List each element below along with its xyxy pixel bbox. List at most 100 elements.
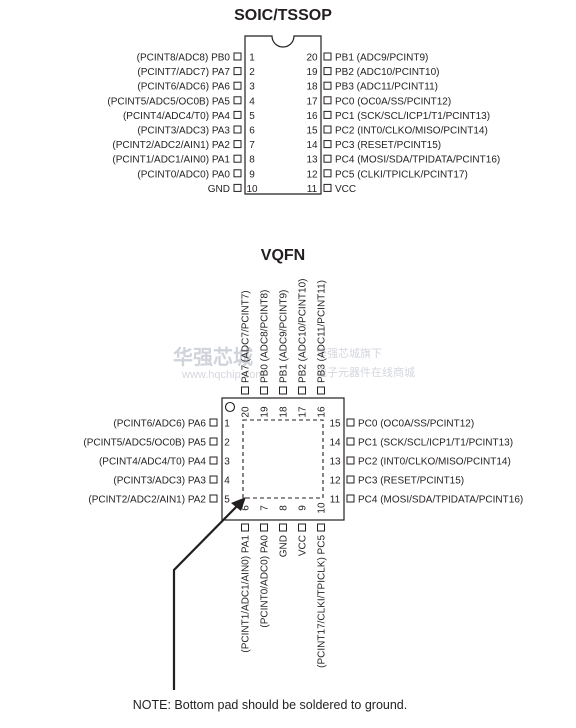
soic-pin-label: PC5 (CLKI/TPICLK/PCINT17) bbox=[335, 169, 468, 180]
soic-pin-label: PB1 (ADC9/PCINT9) bbox=[335, 53, 428, 64]
qfn-pin-number: 14 bbox=[329, 438, 341, 449]
qfn-pin-number: 15 bbox=[329, 419, 341, 430]
qfn-pin-pad bbox=[346, 418, 355, 427]
qfn-pin-label: PB1 (ADC9/PCINT9) bbox=[279, 290, 290, 383]
qfn-pin-pad bbox=[346, 494, 355, 503]
qfn-pin-number: 7 bbox=[260, 505, 271, 511]
qfn-pin-pad bbox=[298, 386, 306, 395]
soic-pin-label: VCC bbox=[335, 184, 356, 195]
qfn-pin-number: 11 bbox=[330, 495, 341, 506]
soic-pin-pad bbox=[233, 81, 242, 90]
soic-package bbox=[244, 35, 322, 195]
qfn-pin-label: PB0 (ADC8/PCINT8) bbox=[260, 290, 271, 383]
soic-pin-number: 14 bbox=[306, 140, 318, 151]
qfn-pin-pad bbox=[260, 386, 268, 395]
soic-pin-pad bbox=[233, 96, 242, 105]
qfn-pin-label: PC1 (SCK/SCL/ICP1/T1/PCINT13) bbox=[358, 438, 513, 449]
soic-pin-label: (PCINT7/ADC7) PA7 bbox=[137, 67, 230, 78]
soic-pin-pad bbox=[233, 125, 242, 134]
soic-pin-pad bbox=[323, 67, 332, 76]
qfn-pin-label: (PCINT6/ADC6) PA6 bbox=[113, 419, 206, 430]
soic-pin-pad bbox=[323, 183, 332, 192]
qfn-pin-pad bbox=[346, 475, 355, 484]
qfn-pin-pad bbox=[241, 523, 249, 532]
qfn-pin-number: 2 bbox=[224, 438, 230, 449]
soic-pin-label: (PCINT2/ADC2/AIN1) PA2 bbox=[112, 140, 230, 151]
qfn-pin-pad bbox=[209, 494, 218, 503]
qfn-pin-number: 8 bbox=[279, 505, 290, 511]
soic-pin-label: PC3 (RESET/PCINT15) bbox=[335, 140, 441, 151]
note-text: NOTE: Bottom pad should be soldered to g… bbox=[133, 698, 407, 712]
qfn-pin-number: 17 bbox=[298, 406, 309, 418]
soic-pin-number: 17 bbox=[306, 96, 318, 107]
qfn-pin-pad bbox=[346, 437, 355, 446]
soic-pin-label: (PCINT3/ADC3) PA3 bbox=[137, 126, 230, 137]
soic-pin-label: (PCINT5/ADC5/OC0B) PA5 bbox=[107, 96, 230, 107]
soic-pin-number: 19 bbox=[306, 67, 318, 78]
qfn-pin-number: 13 bbox=[329, 457, 341, 468]
qfn-pin-label: PB2 (ADC10/PCINT10) bbox=[298, 279, 309, 383]
qfn-pin1-marker bbox=[224, 401, 236, 413]
soic-pin-pad bbox=[323, 125, 332, 134]
qfn-package bbox=[221, 397, 345, 521]
qfn-pin-pad bbox=[209, 437, 218, 446]
soic-pin-number: 11 bbox=[307, 184, 318, 195]
qfn-pin-number: 3 bbox=[224, 457, 230, 468]
soic-pin-number: 16 bbox=[306, 111, 318, 122]
qfn-pin-pad bbox=[209, 456, 218, 465]
soic-pin-label: PC1 (SCK/SCL/ICP1/T1/PCINT13) bbox=[335, 111, 490, 122]
soic-body-outline bbox=[244, 35, 322, 195]
soic-pin-pad bbox=[233, 67, 242, 76]
qfn-pin-label: (PCINT17/CLKI/TPICLK) PC5 bbox=[317, 535, 328, 668]
soic-pin-pad bbox=[233, 52, 242, 61]
soic-pin-label: GND bbox=[208, 184, 230, 195]
qfn-pin-number: 19 bbox=[260, 406, 271, 418]
qfn-pin-pad bbox=[298, 523, 306, 532]
soic-pin-number: 6 bbox=[249, 126, 255, 137]
soic-pin-number: 15 bbox=[306, 126, 318, 137]
soic-pin-pad bbox=[323, 81, 332, 90]
qfn-pin-label: (PCINT0/ADC0) PA0 bbox=[260, 535, 271, 628]
soic-pin-number: 8 bbox=[249, 155, 255, 166]
watermark: 华强芯城 www.hqchip.com 华强芯城旗下 电子元器件在线商城 bbox=[173, 345, 415, 381]
qfn-pin-number: 4 bbox=[224, 476, 230, 487]
qfn-pin-label: PC2 (INT0/CLKO/MISO/PCINT14) bbox=[358, 457, 511, 468]
qfn-pin-pad bbox=[279, 386, 287, 395]
qfn-pin-number: 9 bbox=[298, 505, 309, 511]
soic-pin-pad bbox=[233, 183, 242, 192]
qfn-pin-pad bbox=[209, 418, 218, 427]
qfn-pin-pad bbox=[317, 523, 325, 532]
soic-pin-number: 4 bbox=[249, 96, 255, 107]
qfn-pin-label: (PCINT2/ADC2/AIN1) PA2 bbox=[88, 495, 206, 506]
qfn-pin-pad bbox=[317, 386, 325, 395]
qfn-pin-number: 5 bbox=[224, 495, 230, 506]
soic-pin-number: 18 bbox=[306, 82, 318, 93]
qfn-pin-label: (PCINT4/ADC4/T0) PA4 bbox=[99, 457, 206, 468]
qfn-pin-pad bbox=[279, 523, 287, 532]
soic-pin-pad bbox=[323, 52, 332, 61]
qfn-pin-label: (PCINT3/ADC3) PA3 bbox=[113, 476, 206, 487]
qfn-pin-label: PB3 (ADC11/PCINT11) bbox=[317, 280, 328, 383]
soic-pin-number: 12 bbox=[306, 169, 318, 180]
qfn-pin-pad bbox=[241, 386, 249, 395]
qfn-pin-label: VCC bbox=[298, 535, 309, 556]
qfn-pin-number: 20 bbox=[241, 406, 252, 418]
soic-pin-number: 10 bbox=[246, 184, 258, 195]
watermark-small-top: 华强芯城旗下 bbox=[316, 346, 382, 360]
soic-pin-number: 9 bbox=[249, 169, 255, 180]
soic-pin-label: (PCINT8/ADC8) PB0 bbox=[137, 53, 231, 64]
soic-pin-number: 7 bbox=[249, 140, 255, 151]
soic-pin-pad bbox=[323, 154, 332, 163]
soic-pin-label: PB2 (ADC10/PCINT10) bbox=[335, 67, 439, 78]
watermark-big: 华强芯城 bbox=[173, 345, 253, 369]
soic-pin-number: 1 bbox=[249, 53, 255, 64]
soic-title: SOIC/TSSOP bbox=[234, 7, 332, 24]
qfn-body-outline bbox=[221, 397, 345, 521]
watermark-url: www.hqchip.com bbox=[181, 369, 265, 381]
